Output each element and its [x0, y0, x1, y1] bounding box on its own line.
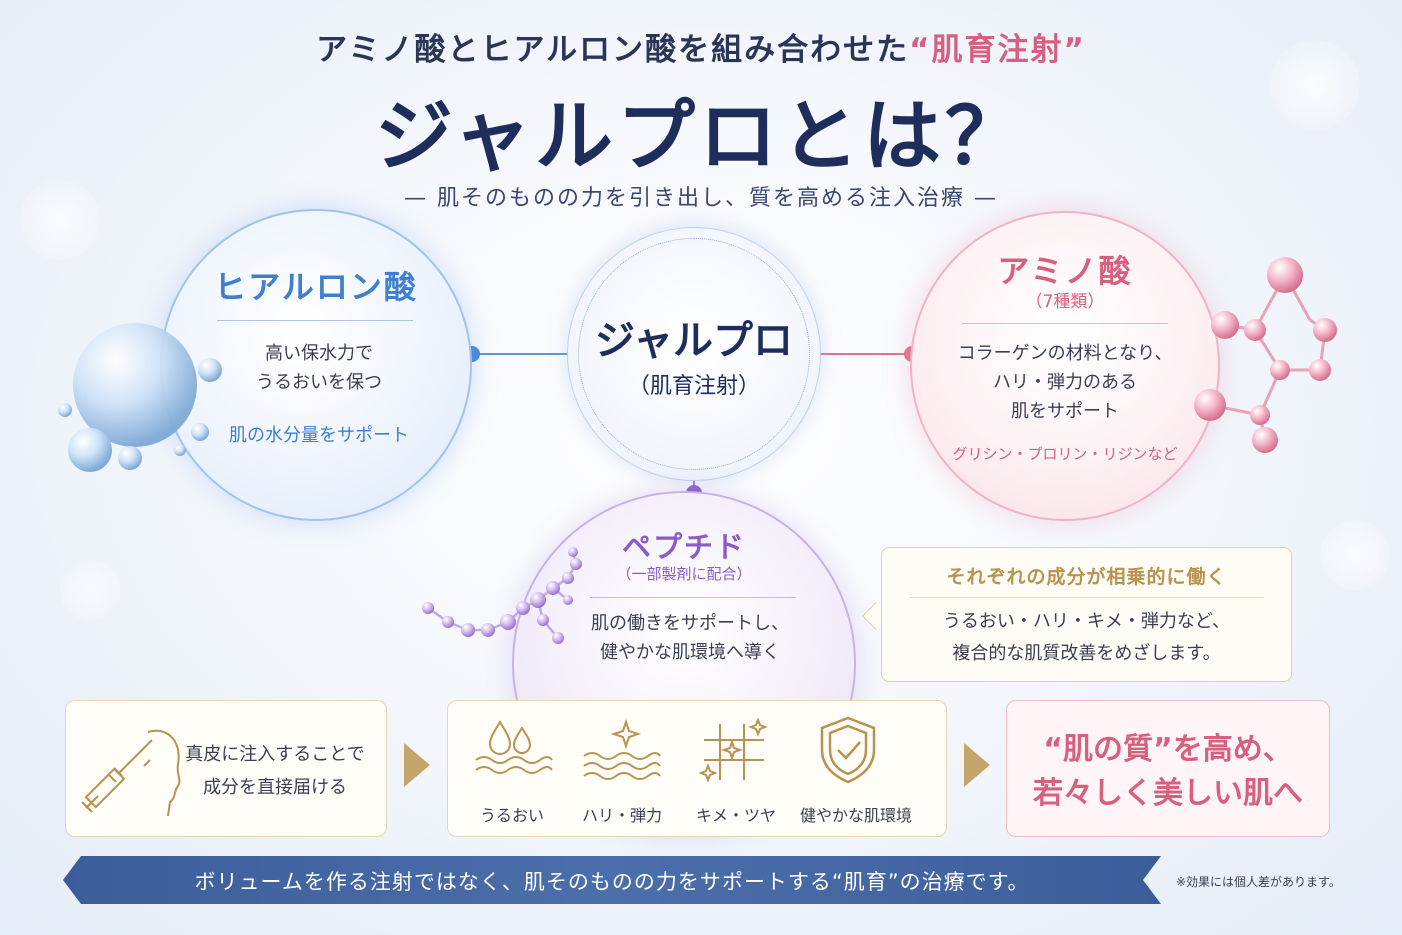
result-panel: [1006, 700, 1330, 837]
page-title: ジャルプロとは？: [374, 91, 1028, 182]
header-kicker: アミノ酸とヒアルロン酸を組み合わせた“肌育注射”: [0, 24, 1402, 69]
amino-desc-line: コラーゲンの材料となり、: [957, 343, 1173, 364]
amino-circle: [910, 211, 1220, 521]
benefit-label: ハリ・弾力: [581, 806, 662, 825]
synergy-description: うるおい・ハリ・キメ・弾力など、 複合的な肌質改善をめざします。: [881, 606, 1292, 669]
arrow-right-icon: [404, 743, 430, 787]
synergy-desc-line: 複合的な肌質改善をめざします。: [952, 642, 1221, 664]
kicker-prefix: アミノ酸とヒアルロン酸を組み合わせた: [316, 32, 910, 68]
background-sparkle: [60, 560, 120, 620]
hyaluronic-desc-line: うるおいを保つ: [256, 371, 382, 393]
hyaluronic-description: 高い保水力で うるおいを保つ: [160, 340, 478, 398]
banner-text: ボリュームを作る注射ではなく、肌そのものの力をサポートする“肌育”の治療です。: [194, 870, 1030, 894]
water-bubbles-icon: [58, 323, 222, 472]
background-sparkle: [20, 180, 100, 260]
background-sparkle: [1270, 40, 1360, 130]
amino-desc-line: ハリ・弾力のある: [993, 371, 1137, 393]
amino-desc-line: 肌をサポート: [1011, 400, 1119, 422]
bottom-banner: [63, 856, 1161, 904]
divider: [962, 323, 1168, 324]
page-subtitle: — 肌そのものの力を引き出し、質を高める注入治療 —: [404, 186, 998, 211]
kicker-highlight: “肌育注射”: [909, 32, 1086, 68]
background-sparkle: [1320, 520, 1390, 590]
sparkle-waves-icon: [583, 718, 661, 780]
molecule-pink-icon: [1194, 257, 1337, 453]
divider: [590, 597, 796, 598]
injection-panel: [65, 700, 387, 837]
divider: [217, 320, 413, 321]
amino-description: コラーゲンの材料となり、 ハリ・弾力のある 肌をサポート: [910, 340, 1220, 426]
center-dotted-ring: [578, 238, 810, 470]
center-subtitle: （肌育注射）: [627, 374, 760, 399]
hyaluronic-note: 肌の水分量をサポート: [229, 425, 409, 446]
syringe-face-icon: [81, 729, 181, 817]
amino-note: グリシン・プロリン・リジンなど: [952, 445, 1178, 463]
peptide-description: 肌の働きをサポートし、 健やかな肌環境へ導く: [570, 610, 810, 668]
hyaluronic-title: ヒアルロン酸: [214, 268, 418, 306]
center-circle: [567, 227, 821, 481]
center-title: ジャルプロ: [595, 317, 793, 364]
injection-line: 成分を直接届ける: [203, 777, 347, 799]
injection-line: 真皮に注入することで: [185, 744, 365, 765]
result-message: “肌の質”を高め、 若々しく美しい肌へ: [1006, 728, 1330, 815]
peptide-title: ペプチド: [621, 530, 746, 564]
benefit-label: キメ・ツヤ: [695, 806, 776, 825]
injection-description: 真皮に注入することで 成分を直接届ける: [180, 738, 370, 805]
synergy-callout: [881, 547, 1292, 682]
peptide-desc-line: 肌の働きをサポートし、: [591, 613, 789, 634]
result-line: 若々しく美しい肌へ: [1033, 775, 1303, 811]
molecule-purple-icon: [422, 547, 582, 644]
amino-subtitle: （7種類）: [1025, 292, 1105, 312]
benefit-label: うるおい: [479, 806, 544, 825]
peptide-subtitle: （一部製剤に配合）: [616, 565, 752, 583]
synergy-desc-line: うるおい・ハリ・キメ・弾力など、: [942, 611, 1231, 632]
peptide-desc-line: 健やかな肌環境へ導く: [600, 641, 780, 663]
disclaimer: ※効果には個人差があります。: [1176, 875, 1341, 889]
benefit-label: 健やかな肌環境: [799, 806, 912, 825]
amino-title: アミノ酸: [997, 252, 1133, 290]
divider: [910, 597, 1264, 598]
arrow-right-icon: [964, 743, 990, 787]
result-line: “肌の質”を高め、: [1043, 732, 1293, 767]
shield-check-icon: [820, 716, 876, 784]
grid-sparkle-icon: [698, 717, 768, 783]
synergy-title: それぞれの成分が相乗的に働く: [946, 566, 1227, 588]
hyaluronic-desc-line: 高い保水力で: [265, 343, 373, 364]
water-drops-icon: [475, 720, 553, 774]
